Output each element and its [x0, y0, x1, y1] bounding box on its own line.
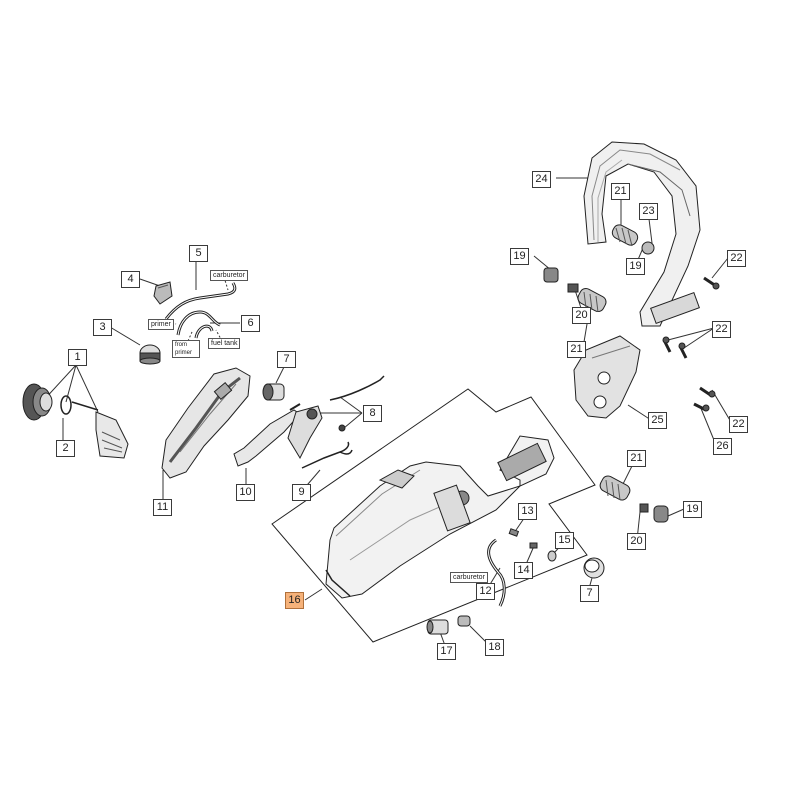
callout-9: 9 — [292, 484, 311, 501]
callout-11: 11 — [153, 499, 172, 516]
front-handle-part — [583, 141, 701, 327]
leader-19c — [667, 508, 685, 517]
note-from-primer: from primer — [172, 340, 200, 358]
callout-5: 5 — [189, 245, 208, 262]
fuel-cap-part — [22, 383, 129, 459]
callout-7-right: 7 — [580, 585, 599, 602]
callout-22-mid: 22 — [712, 321, 731, 338]
callout-15: 15 — [555, 532, 574, 549]
callout-24: 24 — [532, 171, 551, 188]
callout-17: 17 — [437, 643, 456, 660]
callout-3: 3 — [93, 319, 112, 336]
leader-7a — [275, 366, 285, 384]
leader-3 — [109, 326, 141, 346]
callout-19-handle: 19 — [626, 258, 645, 275]
callout-21-top: 21 — [611, 183, 630, 200]
nuts-and-screws-part — [543, 241, 669, 523]
callout-2: 2 — [56, 440, 75, 457]
callout-14: 14 — [514, 562, 533, 579]
callout-20-top: 20 — [572, 307, 591, 324]
callout-26: 26 — [713, 438, 732, 455]
assembly-frame — [271, 388, 596, 643]
note-carburetor-top: carburetor — [210, 270, 248, 281]
small-screws-part — [508, 528, 557, 562]
throttle-lock-part — [287, 375, 385, 460]
leader-4 — [139, 278, 161, 287]
primer-bulb-part — [139, 344, 161, 365]
callout-22-top: 22 — [727, 250, 746, 267]
callout-25: 25 — [648, 412, 667, 429]
leader-8 — [320, 396, 363, 429]
callout-4: 4 — [121, 271, 140, 288]
note-primer: primer — [148, 319, 174, 330]
leader-23 — [648, 218, 653, 244]
guard-plate-part — [573, 335, 641, 419]
callout-23: 23 — [639, 203, 658, 220]
handle-cover-part — [161, 367, 251, 479]
callout-12: 12 — [476, 583, 495, 600]
spring-part — [301, 441, 353, 469]
fuel-hoses-part — [164, 282, 237, 339]
spring-21-left-part — [577, 287, 607, 313]
spring-21-top-part — [611, 224, 639, 247]
vibration-damper-part — [262, 383, 285, 401]
handle-screws-part — [662, 276, 720, 412]
callout-22-bottom: 22 — [729, 416, 748, 433]
leader-16 — [304, 588, 323, 601]
leader-25 — [627, 404, 652, 421]
callout-13: 13 — [518, 503, 537, 520]
callout-6: 6 — [241, 315, 260, 332]
note-carburetor-hose: carburetor — [450, 572, 488, 583]
callout-10: 10 — [236, 484, 255, 501]
callout-1: 1 — [68, 349, 87, 366]
leader-22b — [667, 327, 715, 349]
damper-right-part — [583, 557, 605, 579]
note-link-from-primer — [187, 331, 193, 342]
callout-18: 18 — [485, 639, 504, 656]
callout-20-bottom: 20 — [627, 533, 646, 550]
callout-21-bottom: 21 — [627, 450, 646, 467]
leader-22a — [711, 257, 729, 279]
callout-7: 7 — [277, 351, 296, 368]
fuel-tank-housing-part — [325, 435, 555, 599]
callout-8: 8 — [363, 405, 382, 422]
filter-fittings-part — [426, 615, 471, 635]
note-fuel-tank: fuel tank — [208, 338, 241, 349]
callout-19-top: 19 — [510, 248, 529, 265]
spring-21-bottom-part — [599, 475, 631, 501]
fuel-fitting-part — [153, 281, 173, 305]
callout-19-bottom: 19 — [683, 501, 702, 518]
callout-16-highlighted[interactable]: 16 — [285, 592, 304, 609]
callout-21-left: 21 — [567, 341, 586, 358]
